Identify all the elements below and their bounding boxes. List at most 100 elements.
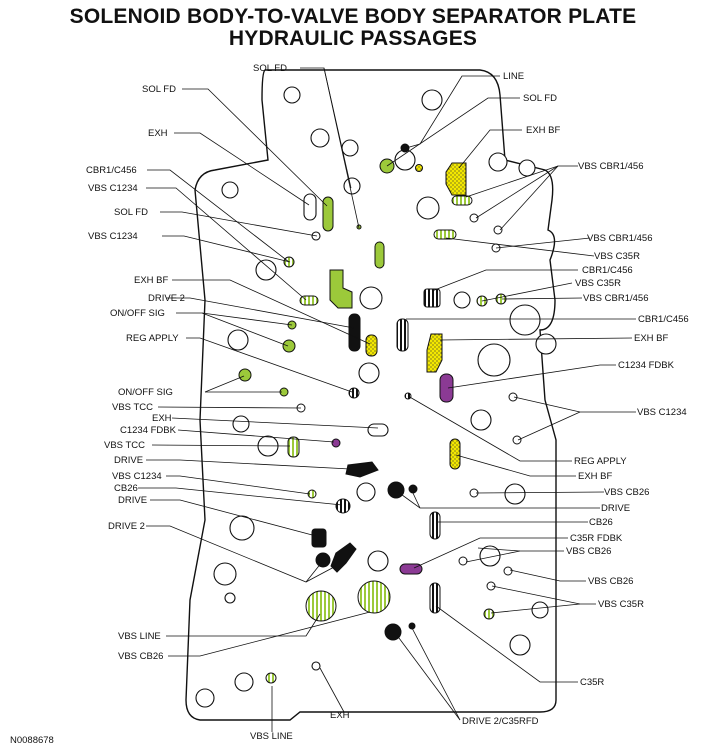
label: EXH BF bbox=[526, 125, 561, 136]
hole bbox=[509, 304, 541, 336]
label: VBS CB26 bbox=[566, 546, 611, 557]
black-striped-passages bbox=[335, 288, 441, 614]
hole bbox=[486, 581, 496, 591]
hole-slot bbox=[374, 241, 385, 269]
label: CBR1/C456 bbox=[638, 314, 689, 325]
hole bbox=[508, 392, 518, 402]
label: REG APPLY bbox=[126, 333, 179, 344]
hole bbox=[282, 339, 296, 353]
hole bbox=[408, 622, 416, 630]
hole-slot bbox=[367, 423, 389, 437]
leader-lines bbox=[138, 67, 636, 732]
hole-slot bbox=[439, 373, 454, 403]
hole bbox=[416, 196, 440, 220]
label: CBR1/C456 bbox=[582, 265, 633, 276]
hole bbox=[488, 152, 508, 172]
hole bbox=[535, 333, 557, 355]
label: EXH BF bbox=[634, 333, 669, 344]
hole bbox=[224, 592, 236, 604]
label: SOL FD bbox=[253, 63, 287, 74]
hole bbox=[503, 566, 513, 576]
label: EXH bbox=[148, 128, 168, 139]
hole bbox=[469, 213, 479, 223]
hole bbox=[331, 438, 341, 448]
title-line-1: SOLENOID BODY-TO-VALVE BODY SEPARATOR PL… bbox=[69, 5, 637, 28]
hole bbox=[415, 164, 423, 172]
hole bbox=[229, 515, 255, 541]
label: CB26 bbox=[114, 483, 138, 494]
label: C35R bbox=[580, 677, 604, 688]
label: VBS CBR1/456 bbox=[583, 293, 648, 304]
label: VBS C35R bbox=[575, 278, 621, 289]
hole-slot bbox=[396, 318, 409, 352]
hole bbox=[335, 498, 351, 514]
hole-slot bbox=[311, 528, 327, 548]
hole-slot bbox=[348, 313, 361, 352]
hole bbox=[453, 291, 471, 309]
label: ON/OFF SIG bbox=[118, 387, 173, 398]
hole bbox=[477, 343, 511, 377]
hole bbox=[504, 483, 526, 505]
label: DRIVE 2 bbox=[108, 521, 145, 532]
label: C35R FDBK bbox=[570, 533, 623, 544]
yellow-passages bbox=[365, 162, 467, 470]
label: VBS LINE bbox=[118, 631, 161, 642]
label: REG APPLY bbox=[574, 456, 627, 467]
hole bbox=[315, 552, 331, 568]
hole-slot bbox=[429, 582, 441, 614]
label: VBS C1234 bbox=[88, 183, 138, 194]
label: VBS TCC bbox=[104, 440, 145, 451]
label: DRIVE bbox=[601, 503, 630, 514]
label: DRIVE bbox=[114, 455, 143, 466]
figure-id: N0088678 bbox=[10, 735, 54, 746]
hole bbox=[356, 482, 376, 502]
hole bbox=[343, 177, 361, 195]
label: VBS TCC bbox=[112, 402, 153, 413]
label: SOL FD bbox=[523, 93, 557, 104]
label: VBS CB26 bbox=[118, 651, 163, 662]
hole bbox=[509, 634, 531, 656]
label: EXH bbox=[152, 413, 172, 424]
hole bbox=[531, 601, 549, 619]
hole bbox=[512, 435, 522, 445]
label: EXH bbox=[330, 710, 350, 721]
hole bbox=[265, 672, 277, 684]
hole-slot bbox=[449, 438, 461, 470]
hole bbox=[238, 368, 252, 382]
label: DRIVE bbox=[118, 495, 147, 506]
label: VBS C1234 bbox=[112, 471, 162, 482]
hole bbox=[387, 481, 405, 499]
hole bbox=[358, 362, 380, 384]
hole-slot bbox=[433, 229, 457, 240]
hole-slot bbox=[429, 511, 441, 540]
label: VBS CB26 bbox=[604, 487, 649, 498]
hole bbox=[458, 556, 468, 566]
label: VBS CBR1/456 bbox=[587, 233, 652, 244]
hole-shape bbox=[330, 542, 357, 573]
hole bbox=[359, 286, 383, 310]
hole-slot bbox=[451, 195, 473, 206]
hole bbox=[400, 143, 410, 153]
label: SOL FD bbox=[114, 207, 148, 218]
lime-striped-passages bbox=[265, 195, 522, 684]
label: VBS CB26 bbox=[588, 576, 633, 587]
hole bbox=[493, 225, 503, 235]
hole bbox=[367, 550, 389, 572]
label: DRIVE 2 bbox=[148, 293, 185, 304]
labels: SOL FD LINE SOL FD SOL FD EXH EXH BF VBS… bbox=[10, 63, 689, 746]
hole bbox=[195, 688, 215, 708]
hole bbox=[357, 580, 391, 614]
label: C1234 FDBK bbox=[120, 425, 177, 436]
label: DRIVE 2/C35RFD bbox=[462, 716, 539, 727]
label: CB26 bbox=[589, 517, 613, 528]
plain-holes bbox=[195, 86, 557, 708]
hole bbox=[310, 128, 330, 148]
diagram-title: SOLENOID BODY-TO-VALVE BODY SEPARATOR PL… bbox=[0, 6, 706, 50]
hole bbox=[305, 590, 337, 622]
hole bbox=[234, 672, 254, 692]
hole bbox=[213, 562, 237, 586]
hole-shape bbox=[445, 162, 467, 196]
hole bbox=[518, 159, 536, 177]
hole bbox=[408, 484, 418, 494]
label: ON/OFF SIG bbox=[110, 308, 165, 319]
